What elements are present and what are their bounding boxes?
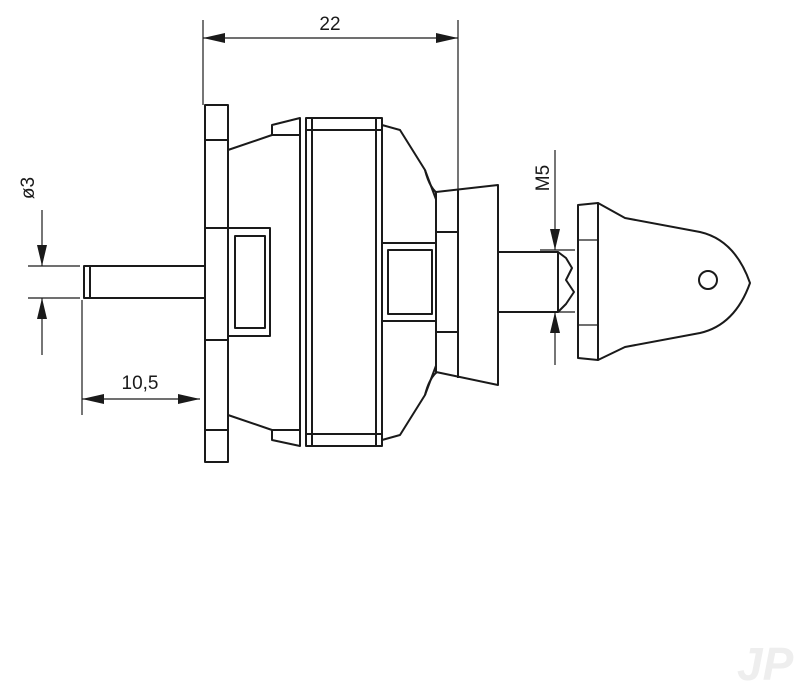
dimension-overall-length: 22	[202, 14, 459, 190]
dimension-shaft-length: 10,5	[81, 300, 200, 415]
dim-label-10-5: 10,5	[122, 373, 159, 394]
dim-label-diameter: ø3	[18, 177, 39, 199]
prop-washer	[435, 184, 499, 386]
dim-label-m5: M5	[533, 165, 554, 191]
spinner-collet	[577, 202, 751, 361]
watermark-logo: JP	[737, 638, 794, 690]
dim-label-22: 22	[319, 14, 340, 35]
dimension-thread: M5	[533, 150, 575, 365]
mounting-flange	[204, 104, 229, 463]
front-shaft	[497, 251, 575, 313]
motor-body	[227, 117, 441, 447]
spinner-hole	[698, 270, 718, 290]
dimension-shaft-diameter: ø3	[18, 177, 80, 355]
rear-shaft	[83, 265, 206, 299]
